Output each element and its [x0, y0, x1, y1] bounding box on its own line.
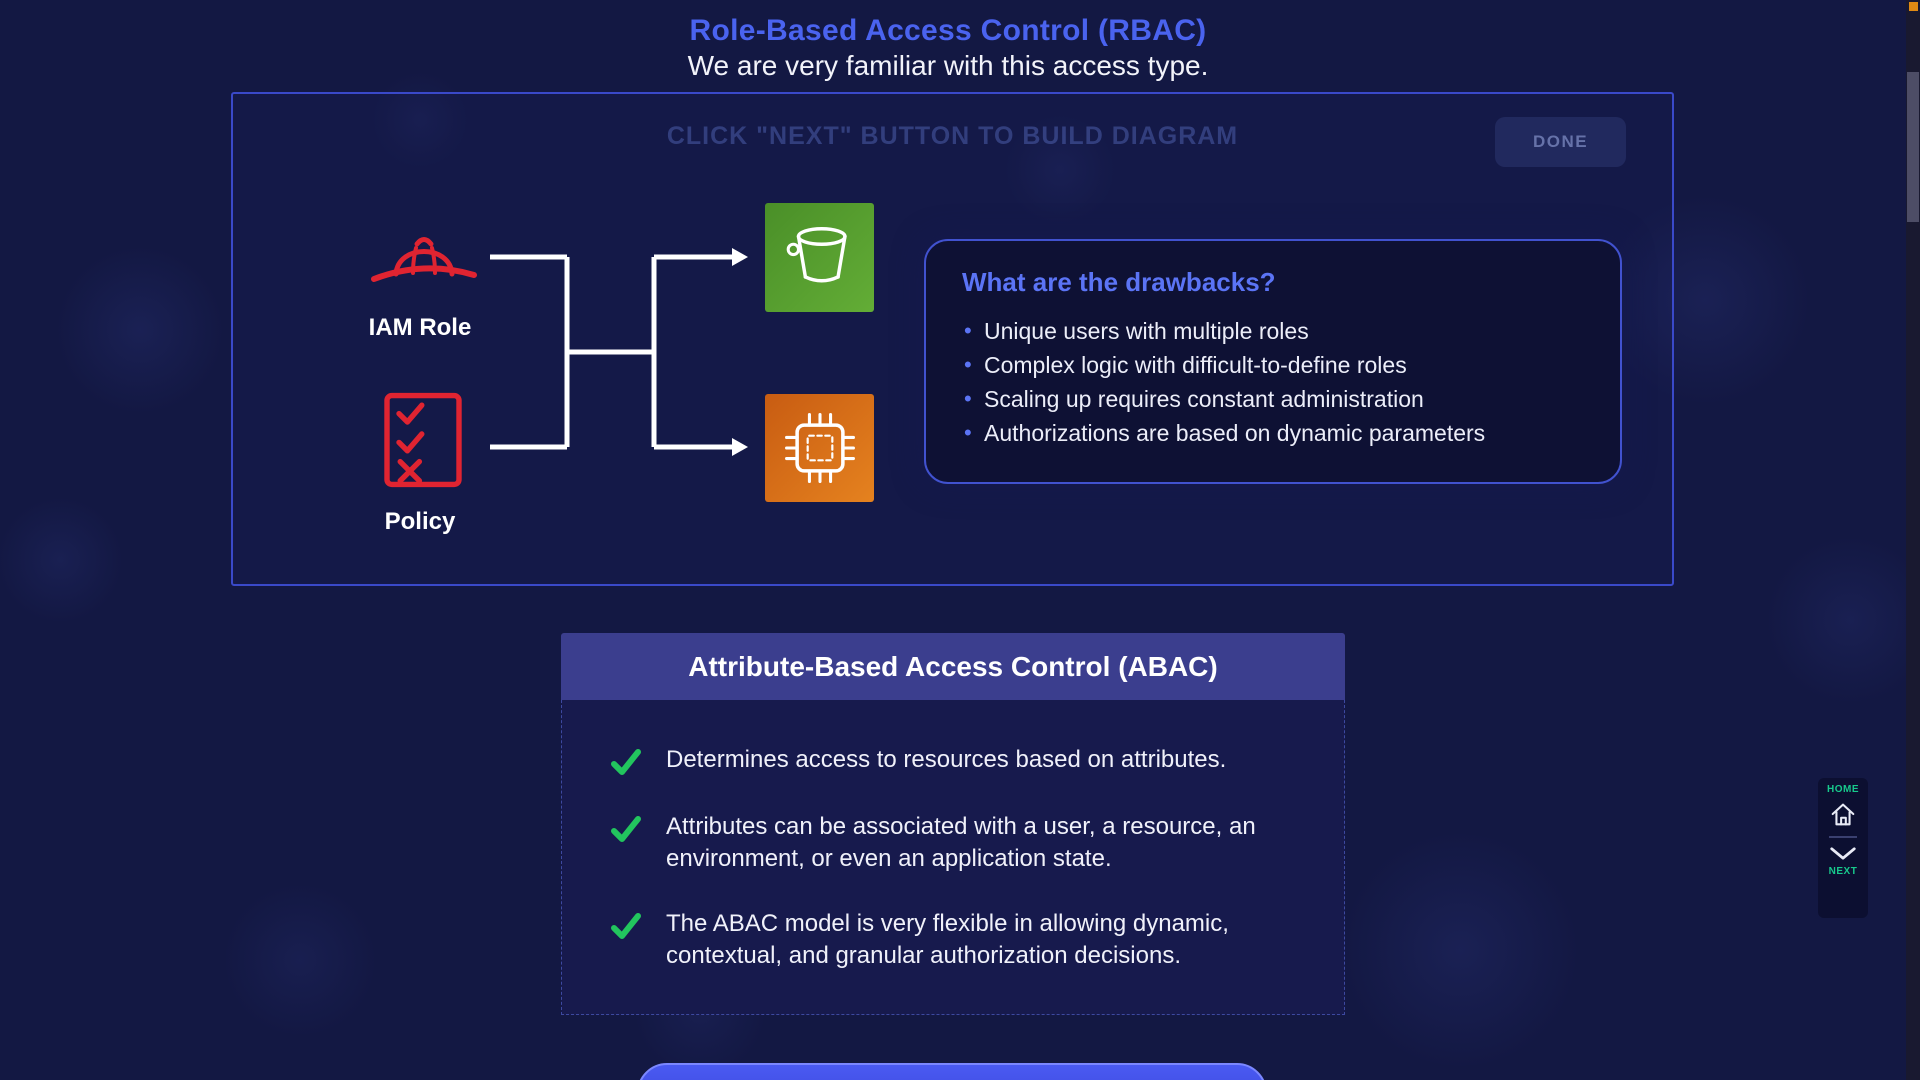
abac-card: Attribute-Based Access Control (ABAC) De… — [561, 633, 1345, 1015]
scrollbar-track[interactable] — [1906, 0, 1920, 1080]
drawback-item: Scaling up requires constant administrat… — [962, 382, 1584, 416]
abac-card-header: Attribute-Based Access Control (ABAC) — [561, 633, 1345, 700]
home-label: HOME — [1827, 784, 1859, 795]
drawback-item: Complex logic with difficult-to-define r… — [962, 348, 1584, 382]
next-label: NEXT — [1828, 866, 1858, 877]
scroll-marker — [1909, 2, 1918, 11]
home-icon — [1828, 799, 1858, 829]
chevron-down-icon — [1828, 845, 1858, 862]
abac-item-text: Attributes can be associated with a user… — [666, 813, 1256, 872]
drawback-item: Authorizations are based on dynamic para… — [962, 416, 1584, 450]
done-button[interactable]: DONE — [1495, 117, 1626, 167]
abac-item: Determines access to resources based on … — [610, 744, 1296, 778]
s3-bucket-icon — [765, 203, 874, 312]
home-button[interactable] — [1828, 799, 1858, 829]
hard-hat-icon — [368, 224, 480, 294]
page-subtitle: We are very familiar with this access ty… — [687, 50, 1209, 81]
drawback-item: Unique users with multiple roles — [962, 314, 1584, 348]
bottom-action-button[interactable] — [637, 1063, 1267, 1080]
abac-item: Attributes can be associated with a user… — [610, 811, 1296, 875]
abac-item: The ABAC model is very flexible in allow… — [610, 908, 1296, 972]
check-icon — [610, 910, 642, 942]
abac-item-text: The ABAC model is very flexible in allow… — [666, 910, 1229, 969]
build-diagram-hint: CLICK "NEXT" BUTTON TO BUILD DIAGRAM — [666, 122, 1239, 150]
abac-item-text: Determines access to resources based on … — [666, 746, 1227, 773]
policy-label: Policy — [384, 508, 456, 535]
drawbacks-list: Unique users with multiple roles Complex… — [962, 314, 1584, 450]
abac-card-title: Attribute-Based Access Control (ABAC) — [688, 650, 1218, 682]
nav-widget: HOME NEXT — [1818, 778, 1868, 918]
iam-role-label: IAM Role — [368, 314, 472, 341]
drawbacks-title: What are the drawbacks? — [962, 267, 1276, 297]
scrollbar-thumb[interactable] — [1907, 72, 1919, 222]
flow-arrows — [480, 230, 770, 470]
policy-checklist-icon — [383, 392, 463, 488]
nav-divider — [1829, 836, 1857, 838]
abac-card-body: Determines access to resources based on … — [561, 700, 1345, 1015]
page-title: Role-Based Access Control (RBAC) — [689, 14, 1207, 47]
drawbacks-panel: What are the drawbacks? Unique users wit… — [924, 239, 1622, 484]
check-icon — [610, 746, 642, 778]
check-icon — [610, 813, 642, 845]
compute-chip-icon — [765, 394, 874, 502]
next-button[interactable] — [1828, 845, 1858, 862]
